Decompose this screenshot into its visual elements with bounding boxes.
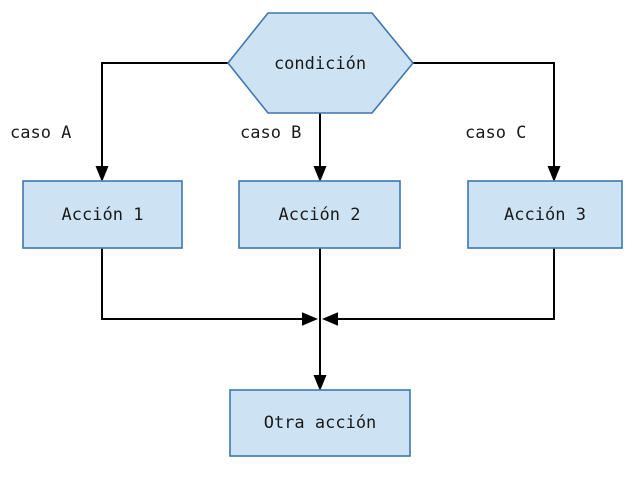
arrowhead-accion1 [95, 166, 109, 182]
edge-label-caso-b: caso B [240, 123, 301, 143]
node-accion-1[interactable]: Acción 1 [22, 180, 183, 249]
edge-condicion-to-accion1 [101, 62, 228, 172]
connector-layer [95, 62, 561, 391]
accion-2-box-shape [238, 180, 401, 249]
edge-label-caso-c: caso C [465, 123, 526, 143]
node-otra-accion[interactable]: Otra acción [229, 389, 411, 457]
edge-accion3-to-merge [335, 248, 555, 320]
otra-accion-box-shape [229, 389, 411, 457]
condicion-hexagon-shape [226, 12, 415, 114]
accion-1-box-shape [22, 180, 183, 249]
arrowhead-merge-left [302, 312, 318, 326]
edge-accion1-to-merge [101, 248, 305, 320]
arrowhead-otraaccion [313, 375, 327, 391]
node-condicion[interactable]: condición [226, 12, 415, 114]
node-accion-2[interactable]: Acción 2 [238, 180, 401, 249]
node-accion-3[interactable]: Acción 3 [467, 180, 623, 249]
arrowhead-accion2 [313, 166, 327, 182]
arrowhead-merge-right [322, 312, 338, 326]
edge-condicion-to-accion3 [413, 62, 555, 172]
accion-3-box-shape [467, 180, 623, 249]
arrowhead-accion3 [547, 166, 561, 182]
edge-label-caso-a: caso A [10, 123, 71, 143]
